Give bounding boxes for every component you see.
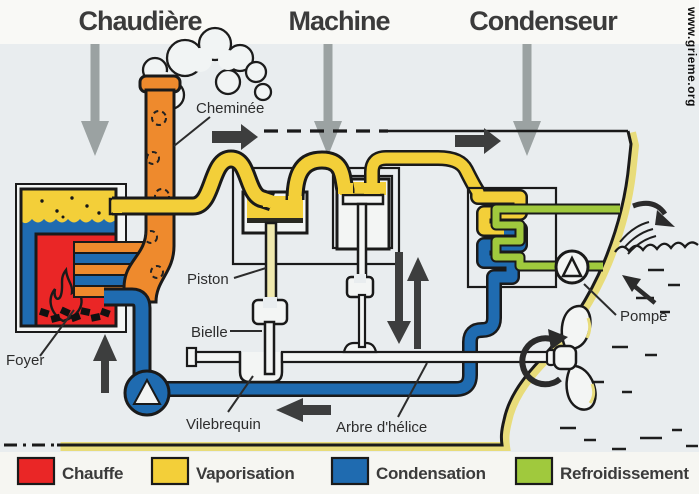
connecting-rod-label: Bielle: [191, 324, 228, 341]
pump-label: Pompe: [620, 308, 668, 325]
legend-label-condensation: Condensation: [376, 464, 486, 483]
legend-label-chauffe: Chauffe: [62, 464, 123, 483]
title-condenser: Condenseur: [469, 6, 618, 36]
sea-intake-arrow: [622, 275, 657, 305]
boiler-pointer-arrow: [81, 44, 109, 156]
propeller: [545, 304, 597, 411]
chimney-leader: [173, 116, 211, 147]
firebox-leader: [39, 309, 75, 357]
steam-flow-arrow-1: [212, 124, 258, 150]
piston-label: Piston: [187, 271, 229, 288]
chimney-smoke-curls: [144, 110, 170, 279]
feed-water-pipe: [104, 287, 152, 378]
steam-pipes: [112, 149, 528, 237]
propeller-shaft-label: Arbre d'hélice: [336, 419, 427, 436]
chimney-label: Cheminée: [196, 100, 264, 117]
callouts: Cheminée Piston Bielle Foyer Vilebrequin…: [6, 100, 668, 436]
legend-label-refroidissement: Refroidissement: [560, 464, 689, 483]
cooling-water-pipe: [490, 203, 620, 272]
propeller-shaft-leader: [397, 362, 428, 418]
circulating-pump: [554, 249, 590, 285]
crankshaft-label: Vilebrequin: [186, 416, 261, 433]
feed-up-arrow: [93, 334, 117, 393]
watermark-text: www.grieme.org: [685, 6, 699, 107]
hp-connecting-rod: [357, 293, 367, 349]
hp-piston-rod: [356, 202, 368, 282]
hp-crosshead: [345, 274, 375, 299]
piston-leader: [233, 267, 267, 279]
sea-surface-wave: [614, 241, 699, 253]
steam-speckles: [40, 196, 101, 219]
boiler-steam: [21, 189, 116, 224]
top-band: [0, 0, 699, 44]
overboard-arrow: [632, 200, 675, 227]
feed-pump: [123, 369, 171, 417]
lp-connecting-rod: [263, 320, 276, 376]
lp-crosshead: [251, 297, 289, 326]
legend-label-vaporisation: Vaporisation: [196, 464, 294, 483]
firebox-label: Foyer: [6, 352, 44, 369]
steam-flow-arrow-2: [455, 128, 501, 154]
legend-swatch-condensation: [330, 456, 370, 486]
legend-swatch-vaporisation: [150, 456, 190, 486]
legend: Chauffe Vaporisation Condensation Refroi…: [16, 456, 690, 486]
condensate-return-pipe: [160, 221, 528, 397]
crank-web: [238, 352, 284, 384]
condenser-box: [466, 186, 558, 289]
lp-piston: [247, 218, 303, 223]
crankshaft-leader: [227, 375, 254, 413]
legend-swatch-refroidissement: [514, 456, 554, 486]
discharge-spray: [619, 221, 657, 255]
water-dashes: [560, 268, 698, 451]
piston-up-arrow: [407, 257, 429, 349]
coals: [38, 306, 111, 323]
pump-leader: [583, 283, 617, 316]
piston-down-arrow: [387, 252, 411, 344]
return-flow-arrow: [276, 398, 331, 422]
title-engine: Machine: [288, 6, 390, 36]
legend-swatch-chauffe: [16, 456, 56, 486]
condenser-pointer-arrow: [513, 44, 541, 156]
rotation-arrow: [519, 329, 568, 388]
lp-piston-rod: [264, 221, 278, 306]
hp-piston-plate: [341, 193, 385, 206]
title-boiler: Chaudière: [78, 6, 202, 36]
